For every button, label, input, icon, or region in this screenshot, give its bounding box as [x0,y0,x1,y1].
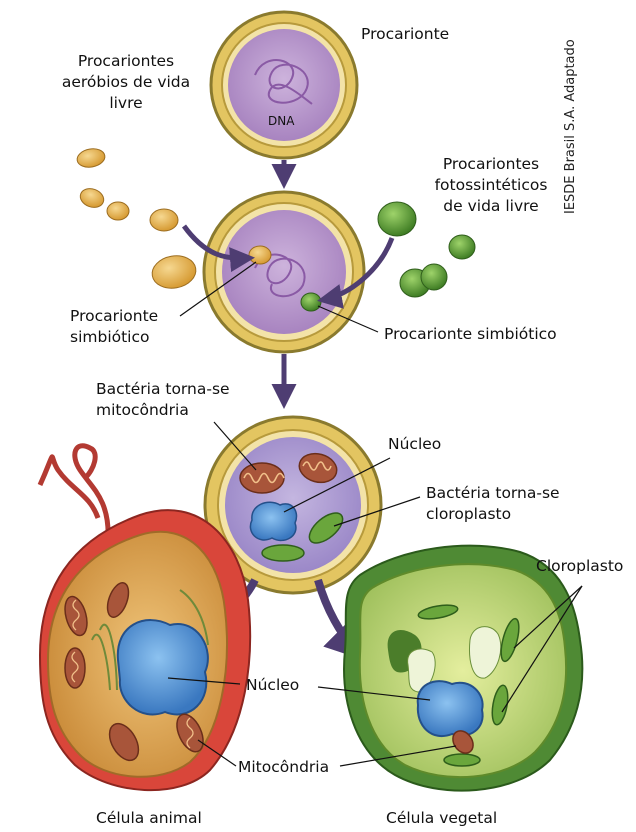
label-symbiotic-prokaryote-left: Procarionte simbiótico [70,306,158,348]
nucleus [250,502,296,540]
label-chloroplast: Cloroplasto [536,556,623,577]
chloroplast [262,545,304,561]
label-plant-cell: Célula vegetal [386,808,497,829]
label-aerobic-prokaryotes: Procariontes aeróbios de vida livre [38,51,214,114]
plant-cell [344,546,582,791]
symbiont-green [301,293,321,311]
aerobic-prokaryotes [76,147,199,292]
nucleus [418,681,483,736]
label-bacteria-becomes-mitochondrion: Bactéria torna-se mitocôndria [96,379,230,421]
label-procarionte: Procarionte [361,24,449,45]
label-photosynthetic-prokaryotes: Procariontes fotossintéticos de vida liv… [416,154,566,217]
nucleus [118,620,208,714]
label-bacteria-becomes-chloroplast: Bactéria torna-se cloroplasto [426,483,560,525]
label-symbiotic-prokaryote-right: Procarionte simbiótico [384,324,557,345]
prokaryote-cell-middle [204,192,364,352]
label-mitochondrion: Mitocôndria [238,757,329,778]
label-animal-cell: Célula animal [96,808,202,829]
label-nucleus-bottom: Núcleo [246,675,299,696]
label-dna: DNA [268,111,294,132]
prokaryote-cell-top [211,12,357,158]
label-nucleus-top: Núcleo [388,434,441,455]
mitochondrion [240,463,284,493]
symbiont-orange [249,246,271,264]
flagellum [40,457,98,518]
image-credit: IESDE Brasil S.A. Adaptado [563,14,583,214]
